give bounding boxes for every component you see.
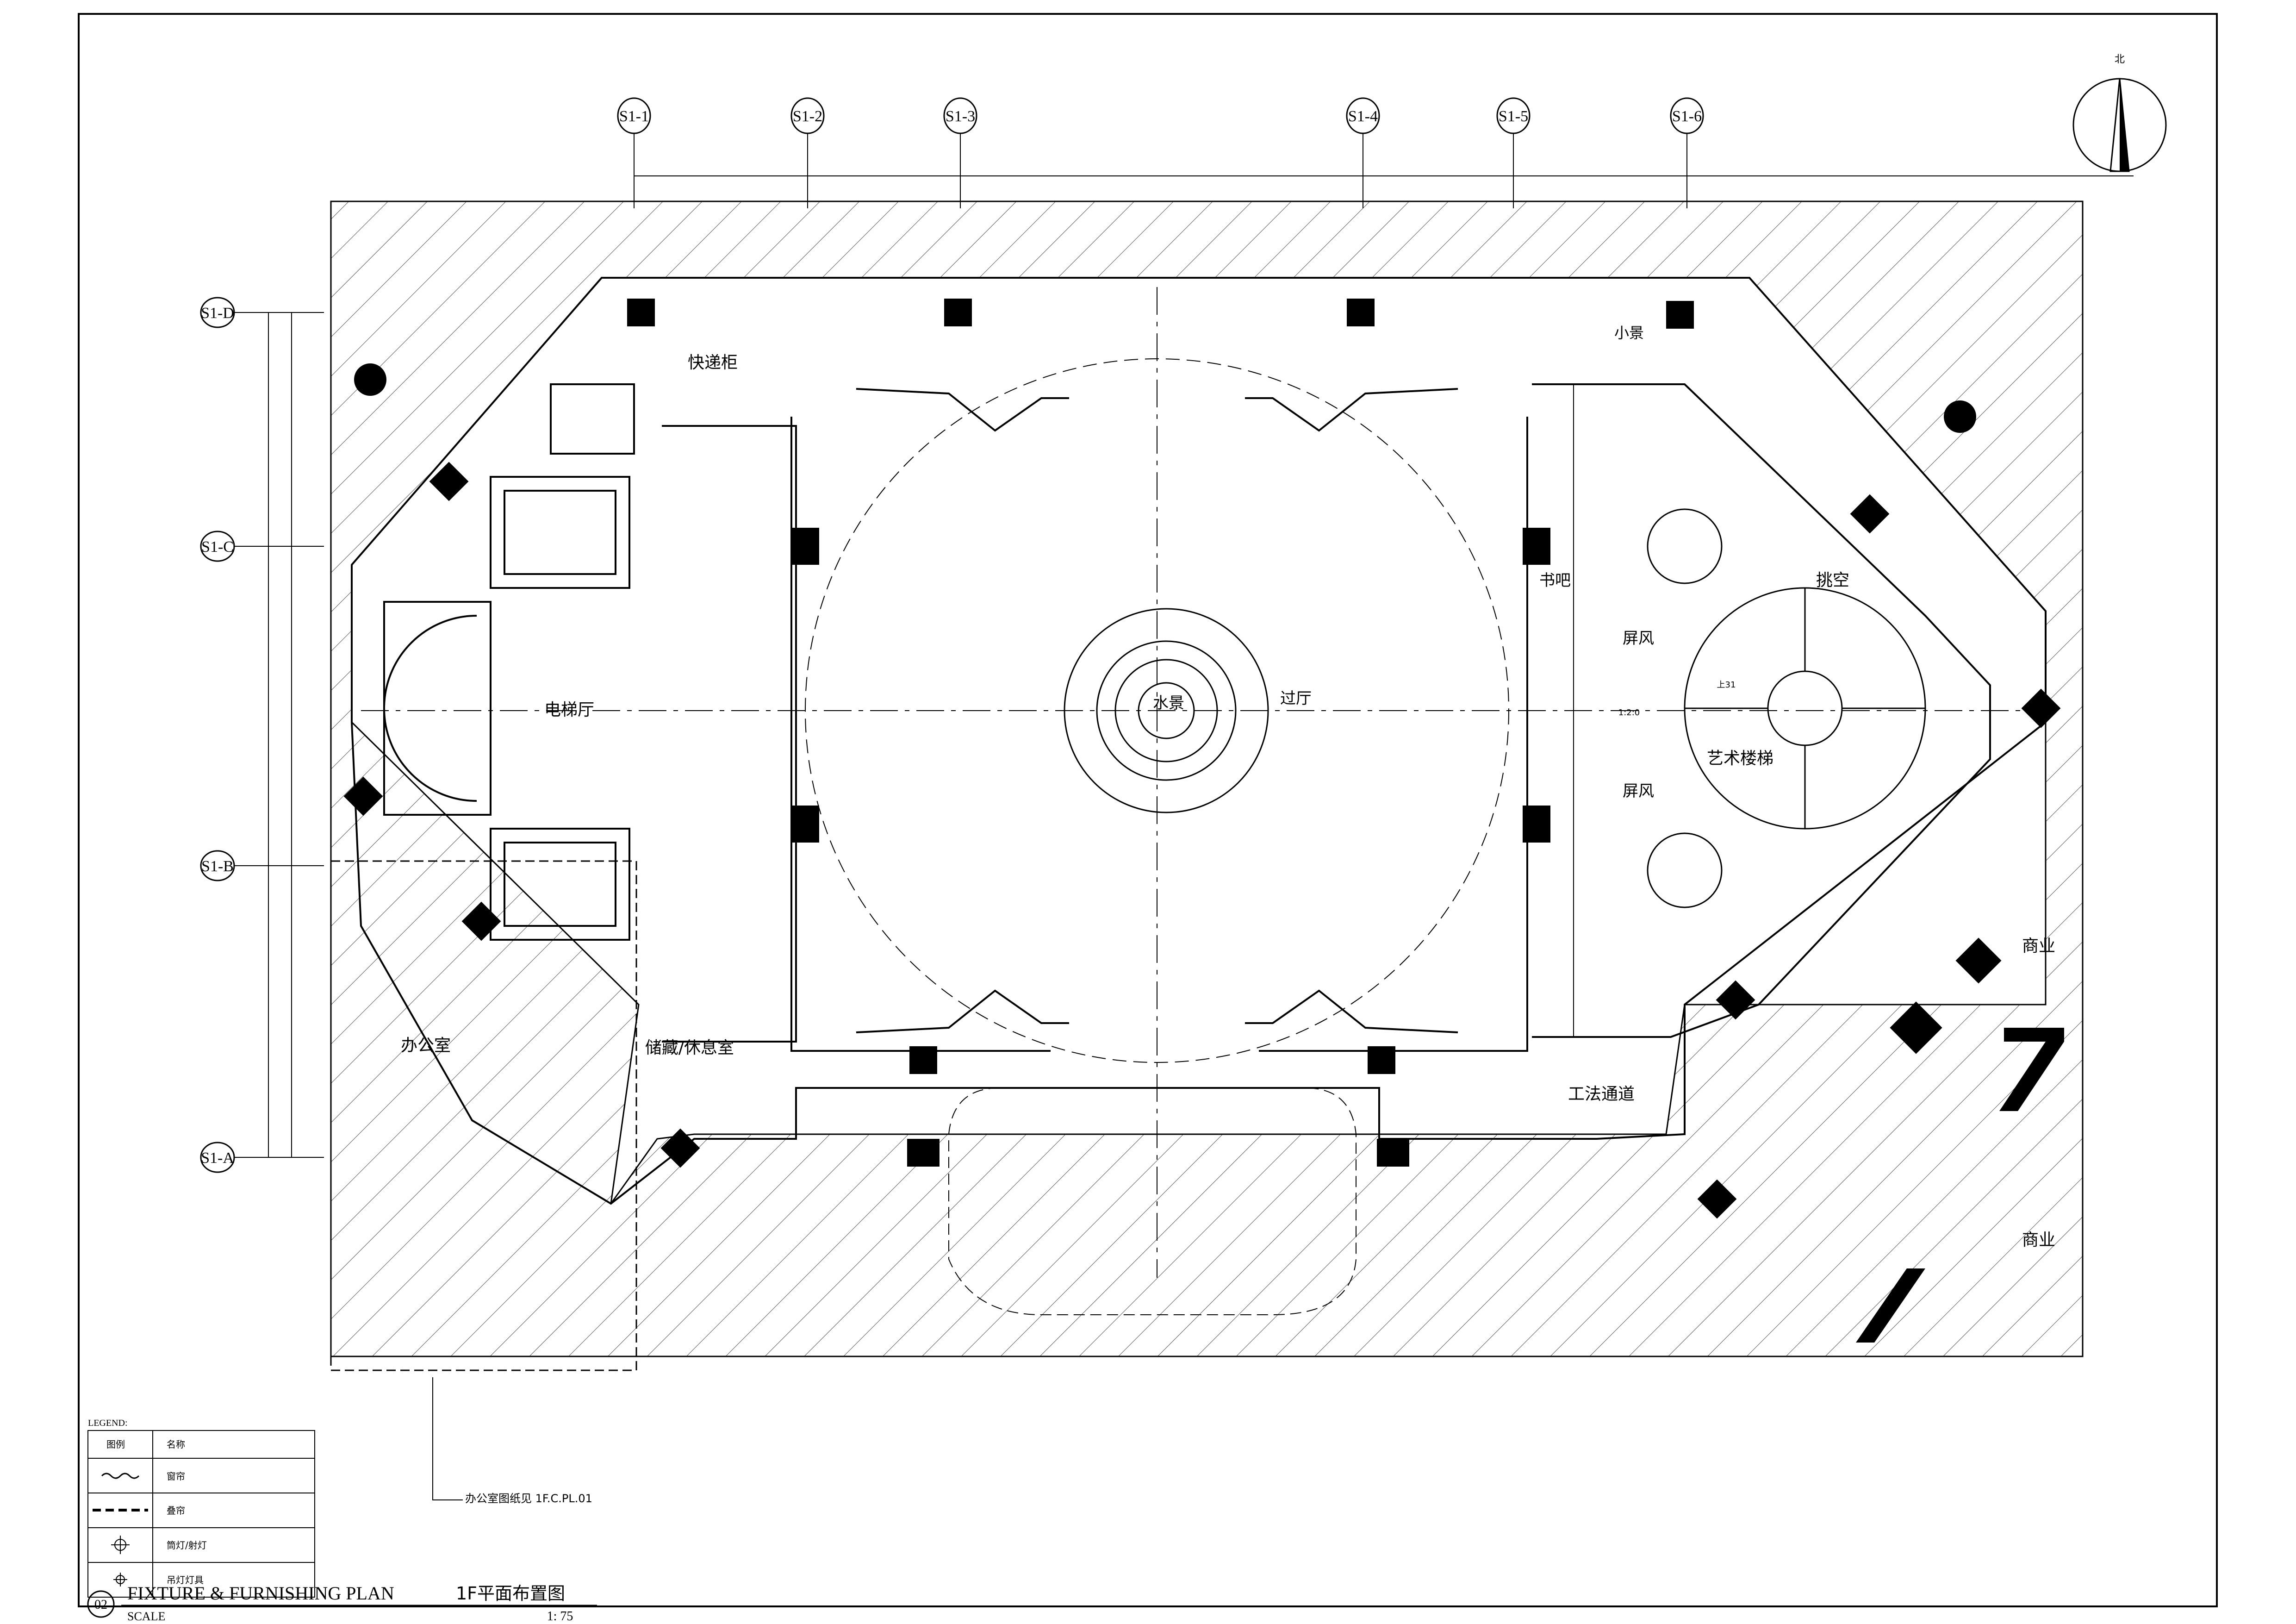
sheet-border	[78, 13, 2218, 1607]
label-stair-up: 上31	[1717, 680, 1736, 690]
grid-columns: S1-1 S1-2 S1-3 S1-4 S1-5 S1-6	[617, 97, 2134, 208]
axis-lines	[361, 287, 2046, 1278]
ceiling-light-icon	[111, 1536, 130, 1554]
scale-label: SCALE	[127, 1610, 165, 1623]
legend-header-name: 名称	[167, 1439, 185, 1450]
grid-label-row-b: S1-B	[201, 858, 234, 875]
interior-walls	[330, 277, 2047, 1371]
label-screen-1: 屏风	[1623, 629, 1654, 648]
label-courier-cabinet: 快递柜	[688, 353, 738, 372]
art-stair	[1647, 508, 1926, 908]
legend-title: LEGEND:	[88, 1418, 128, 1428]
grid-bubble-s1-b: S1-B	[200, 850, 324, 881]
curtain-icon	[101, 1473, 140, 1479]
note-text: 办公室图纸见 1F.C.PL.01	[465, 1492, 592, 1505]
grid-label-col-5: S1-5	[1499, 108, 1528, 125]
label-art-stair: 艺术楼梯	[1707, 749, 1773, 768]
label-commercial-2: 商业	[2022, 1230, 2055, 1249]
grid-bubble-s1-2: S1-2	[790, 97, 825, 208]
grid-label-col-2: S1-2	[793, 108, 822, 125]
grid-label-row-d: S1-D	[201, 305, 234, 322]
label-hallway: 过厅	[1280, 689, 1312, 708]
north-arrow: 北	[2072, 54, 2167, 172]
grid-bubble-s1-a: S1-A	[200, 1142, 324, 1173]
legend-row-1-name: 窗帘	[167, 1471, 185, 1482]
label-office: 办公室	[401, 1036, 451, 1055]
drawing-number: 02	[94, 1598, 107, 1612]
label-small-scene: 小景	[1614, 324, 1644, 342]
grid-label-row-c: S1-C	[201, 538, 234, 556]
grid-bubble-s1-d: S1-D	[200, 297, 324, 328]
legend-row-4-name: 吊灯灯具	[167, 1574, 204, 1586]
legend-table: LEGEND: 图例 名称 窗帘 叠帘 筒灯/射灯 吊灯灯具	[87, 1418, 315, 1598]
grid-bubble-s1-5: S1-5	[1496, 97, 1531, 208]
label-storage-rest: 储藏/休息室	[645, 1038, 734, 1057]
legend-header-symbol: 图例	[106, 1439, 125, 1450]
label-commercial-1: 商业	[2022, 937, 2055, 956]
water-feature	[1064, 608, 1269, 813]
north-label: 北	[2115, 54, 2125, 65]
label-screen-2: 屏风	[1623, 782, 1654, 800]
title-block: 02 FIXTURE & FURNISHING PLAN 1F平面布置图 SCA…	[87, 1583, 597, 1624]
label-center-mark: 1:2:0	[1618, 708, 1640, 718]
label-elevator-hall: 电梯厅	[544, 700, 594, 719]
scale-value: 1: 75	[547, 1609, 573, 1624]
label-service-passage: 工法通道	[1568, 1085, 1635, 1104]
label-book-bar: 书吧	[1539, 571, 1571, 590]
hatched-exterior	[330, 200, 2084, 1357]
grid-bubble-s1-6: S1-6	[1670, 97, 1704, 208]
legend-row-3-name: 筒灯/射灯	[167, 1540, 207, 1551]
room-labels: 快递柜 电梯厅 水景 过厅 小景 书吧 挑空 屏风 屏风 艺术楼梯 上31 1:…	[401, 324, 2055, 1249]
grid-bubble-s1-4: S1-4	[1346, 97, 1380, 208]
grid-label-col-1: S1-1	[619, 108, 649, 125]
grid-label-row-a: S1-A	[201, 1149, 234, 1167]
office-reference-note: 办公室图纸见 1F.C.PL.01	[432, 1377, 592, 1505]
legend-row-2-name: 叠帘	[167, 1505, 185, 1516]
grid-bubble-s1-3: S1-3	[943, 97, 977, 208]
drawing-title-cn: 1F平面布置图	[456, 1583, 565, 1604]
drawing-title-en: FIXTURE & FURNISHING PLAN	[127, 1583, 394, 1604]
grid-label-col-6: S1-6	[1672, 108, 1702, 125]
grid-bubble-s1-1: S1-1	[617, 97, 651, 208]
label-void: 挑空	[1816, 571, 1849, 590]
label-water-feature: 水景	[1153, 694, 1184, 712]
pendant-light-icon	[113, 1573, 127, 1587]
grid-label-col-3: S1-3	[946, 108, 975, 125]
grid-label-col-4: S1-4	[1348, 108, 1378, 125]
grid-bubble-s1-c: S1-C	[200, 531, 324, 562]
grid-rows: S1-D S1-C S1-B S1-A	[200, 297, 324, 1173]
structural-columns	[343, 299, 2064, 1343]
